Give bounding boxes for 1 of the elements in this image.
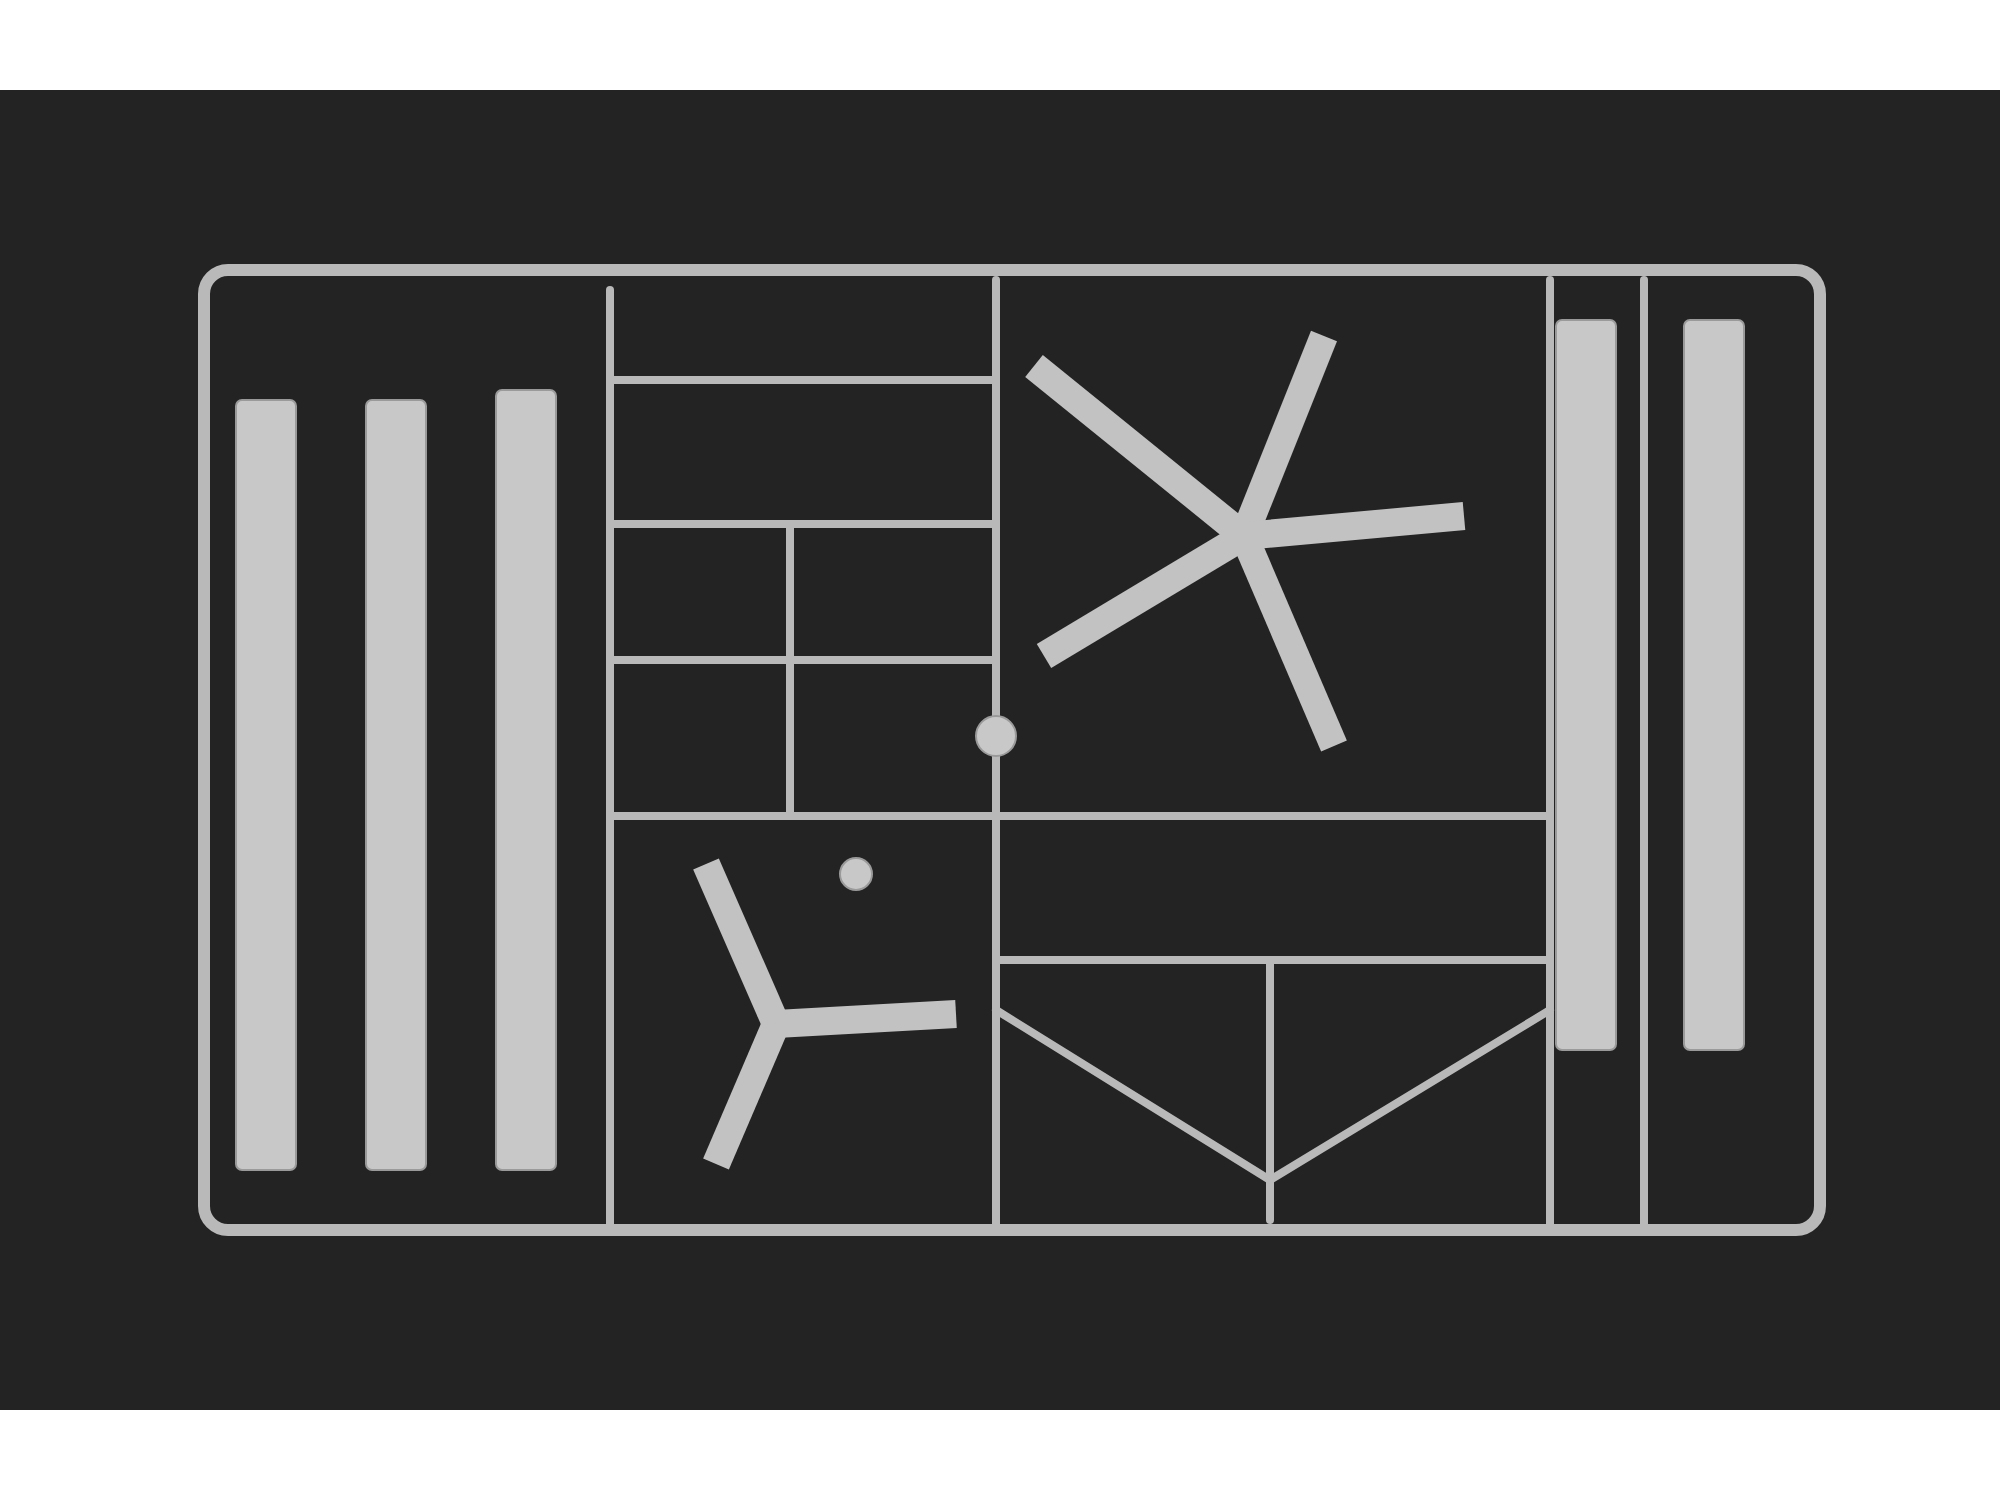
sprue-photo-drawing xyxy=(0,90,2000,1410)
